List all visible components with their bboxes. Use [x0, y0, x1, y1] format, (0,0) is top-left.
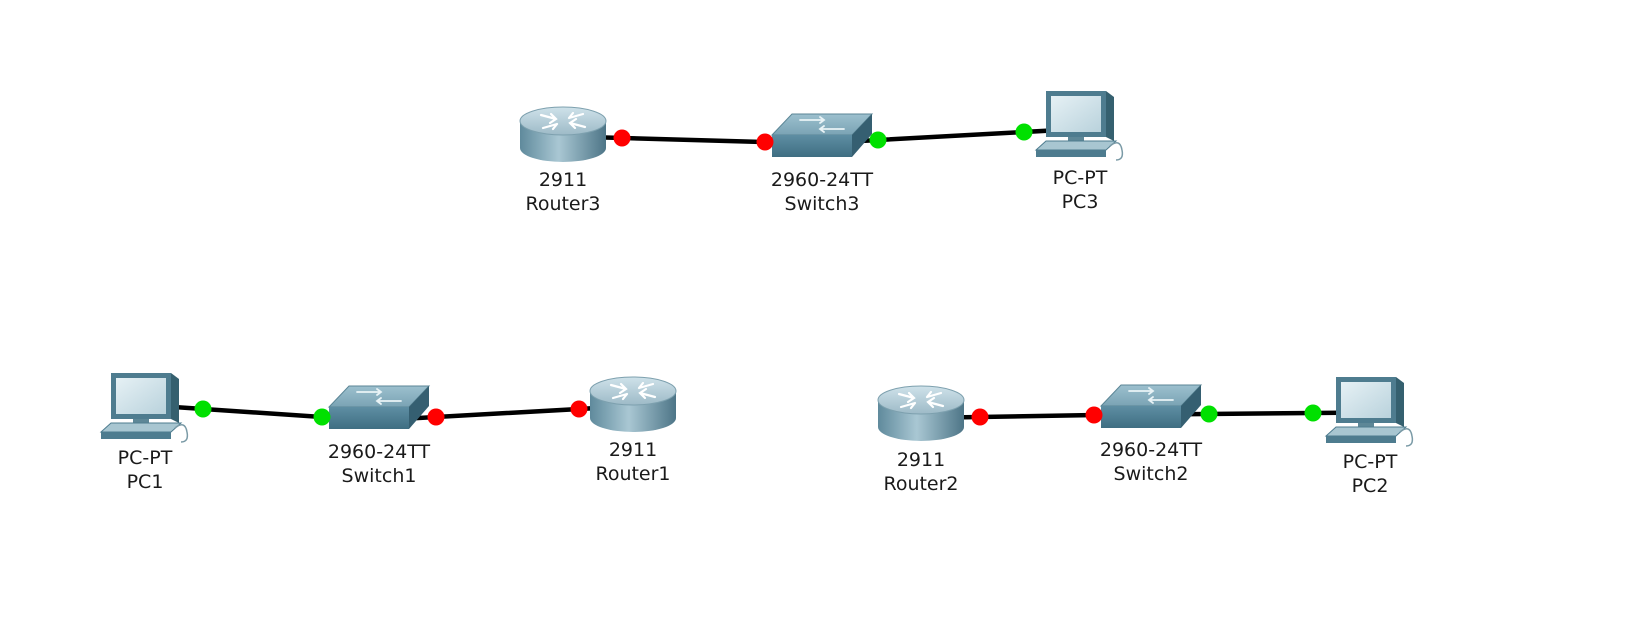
switch-icon[interactable] — [1099, 384, 1203, 428]
link-switch2-pc2[interactable] — [1165, 410, 1357, 417]
switch-arrows-icon — [799, 116, 845, 133]
device-name-label: Router3 — [525, 193, 600, 215]
device-model-label: 2911 — [897, 449, 945, 471]
switch-icon[interactable] — [327, 385, 431, 429]
pc-icon[interactable] — [99, 373, 189, 443]
link-light-router3-down — [613, 129, 631, 147]
link-light-switch1-up — [313, 408, 331, 426]
link-light-pc3-up — [1015, 123, 1033, 141]
router-arrows-icon — [539, 111, 587, 131]
router-icon[interactable] — [519, 106, 607, 162]
device-name-label: PC2 — [1352, 475, 1389, 497]
device-model-label: PC-PT — [118, 447, 173, 469]
device-name-label: Switch1 — [342, 465, 417, 487]
device-model-label: 2911 — [609, 439, 657, 461]
link-light-switch1-down — [427, 408, 445, 426]
pc-icon[interactable] — [1324, 377, 1414, 447]
link-light-router2-down — [971, 408, 989, 426]
device-name-label: Switch3 — [785, 193, 860, 215]
router-icon[interactable] — [589, 376, 677, 432]
link-light-switch2-up — [1200, 405, 1218, 423]
device-model-label: PC-PT — [1343, 451, 1398, 473]
link-light-switch2-down — [1085, 406, 1103, 424]
link-light-switch3-up — [869, 131, 887, 149]
router-arrows-icon — [609, 381, 657, 401]
device-model-label: 2960-24TT — [1100, 439, 1203, 461]
device-name-label: PC3 — [1062, 191, 1099, 213]
device-name-label: Switch2 — [1114, 463, 1189, 485]
device-model-label: PC-PT — [1053, 167, 1108, 189]
link-light-router1-down — [570, 400, 588, 418]
link-light-pc1-up — [194, 400, 212, 418]
device-model-label: 2911 — [539, 169, 587, 191]
device-name-label: Router2 — [883, 473, 958, 495]
device-name-label: Router1 — [595, 463, 670, 485]
switch-icon[interactable] — [770, 113, 874, 157]
link-light-pc2-up — [1304, 404, 1322, 422]
switch-arrows-icon — [356, 388, 402, 405]
router-icon[interactable] — [877, 385, 965, 441]
links-layer — [153, 126, 1357, 423]
device-name-label: PC1 — [127, 471, 164, 493]
router-arrows-icon — [897, 390, 945, 410]
switch-arrows-icon — [1128, 387, 1174, 404]
devices-layer: 2911Router32960-24TTSwitch3PC-PTPC3PC-PT… — [99, 91, 1414, 497]
link-light-switch3-down — [756, 133, 774, 151]
link-status-lights-layer — [194, 123, 1322, 426]
pc-icon[interactable] — [1034, 91, 1124, 161]
device-model-label: 2960-24TT — [771, 169, 874, 191]
device-model-label: 2960-24TT — [328, 441, 431, 463]
